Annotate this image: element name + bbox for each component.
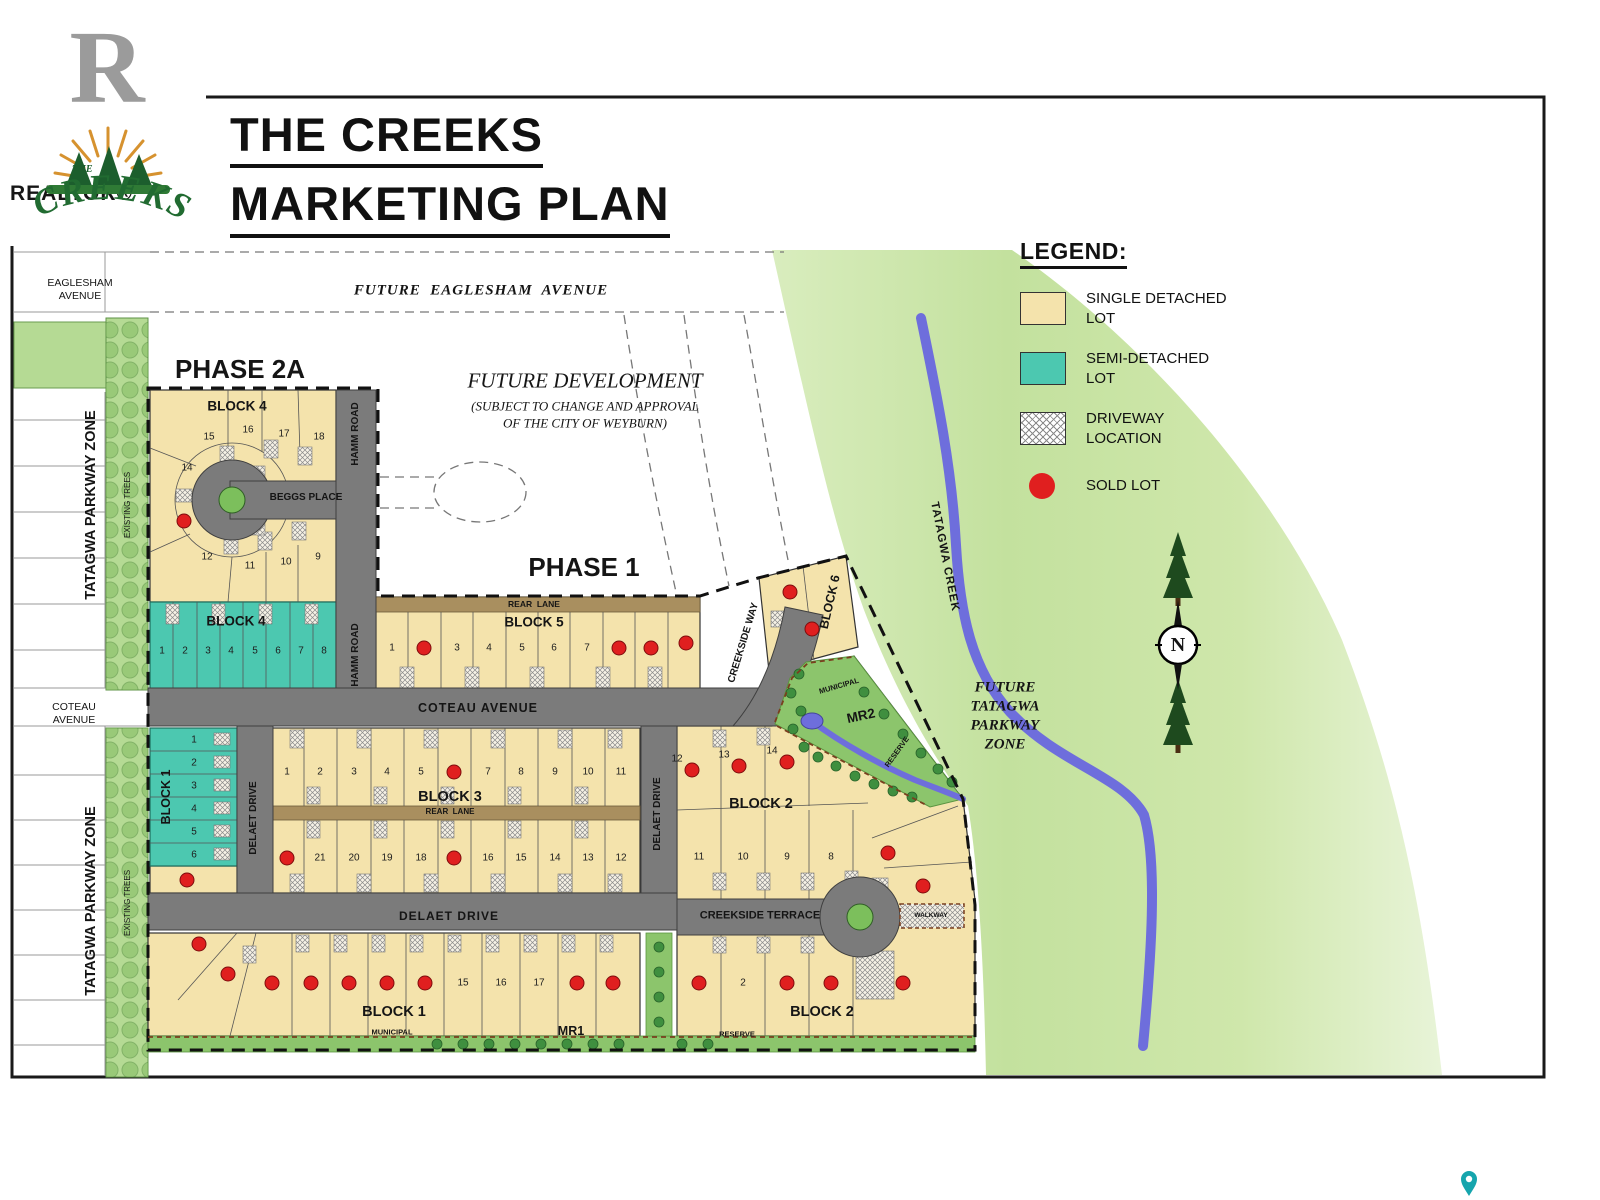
- mr1-reserve: [147, 1035, 976, 1053]
- plan-title: THE CREEKS MARKETING PLAN: [230, 110, 670, 249]
- title-line-1: THE CREEKS: [230, 110, 543, 169]
- legend-item-single: SINGLE DETACHED LOT: [1020, 289, 1270, 328]
- compass-circle-icon: [1157, 624, 1199, 666]
- logo-the: THE: [72, 164, 93, 175]
- north-compass: [1155, 532, 1201, 753]
- sold-swatch-icon: [1020, 469, 1066, 502]
- coteau-avenue-road: [147, 687, 774, 727]
- legend-items: SINGLE DETACHED LOT SEMI-DETACHED LOT DRIV…: [1020, 289, 1270, 502]
- existing-area-left: [14, 251, 150, 1075]
- location-pin-icon: [1461, 1171, 1477, 1196]
- logo-creeks: CREEKS: [26, 167, 197, 229]
- semi-swatch-icon: [1020, 352, 1066, 385]
- sold-lot-dot-icon: [1029, 472, 1055, 499]
- beggs-place-road: [229, 480, 337, 520]
- reserve-trees: [431, 668, 958, 1050]
- logo-letter-r: R: [69, 10, 146, 125]
- legend-label: SOLD LOT: [1086, 476, 1161, 494]
- realtor-creeks-logo: REALTOR® R THE CREEKS: [8, 6, 206, 246]
- logo-ground: [46, 185, 170, 194]
- legend-item-driveway: DRIVEWAY LOCATION: [1020, 409, 1270, 448]
- tatagwa-creek: [810, 313, 1157, 1051]
- mr2-reserve: [774, 655, 964, 808]
- walkway: [899, 903, 965, 929]
- compass-north-pointer-icon: [1174, 600, 1182, 626]
- legend-item-semi: SEMI-DETACHED LOT: [1020, 349, 1270, 388]
- beggs-island: [218, 486, 246, 514]
- legend-label: SEMI-DETACHED LOT: [1086, 350, 1210, 387]
- future-roads-dashed: [150, 251, 789, 593]
- single-swatch-icon: [1020, 292, 1066, 325]
- reserve-boundary-dashed: [148, 656, 973, 1038]
- municipal-reserves: [147, 655, 976, 1053]
- future-parkway-green-zone: [772, 250, 1442, 1075]
- terrace-island: [846, 903, 874, 931]
- tatagwa-parkway-strips: [13, 317, 149, 1078]
- legend-heading: LEGEND:: [1020, 238, 1127, 269]
- legend-label: DRIVEWAY LOCATION: [1086, 410, 1165, 447]
- pond: [800, 712, 824, 730]
- creeks-emblem: R THE CREEKS: [26, 10, 199, 229]
- legend: LEGEND: SINGLE DETACHED LOT SEMI-DETACHED…: [1020, 238, 1270, 523]
- legend-label: SINGLE DETACHED LOT: [1086, 290, 1227, 327]
- legend-item-sold: SOLD LOT: [1020, 469, 1270, 502]
- title-line-2: MARKETING PLAN: [230, 179, 670, 238]
- driveway-swatch-icon: [1020, 412, 1066, 445]
- creekside-terrace-road: [676, 898, 830, 936]
- compass-south-pointer-icon: [1174, 664, 1182, 690]
- pine-trees-icon: [66, 146, 152, 188]
- phase-boundary-dashed: [146, 386, 977, 1052]
- delaet-drive-south: [147, 892, 678, 931]
- hamm-road: [335, 389, 377, 691]
- svg-text:CREEKS: CREEKS: [26, 167, 199, 229]
